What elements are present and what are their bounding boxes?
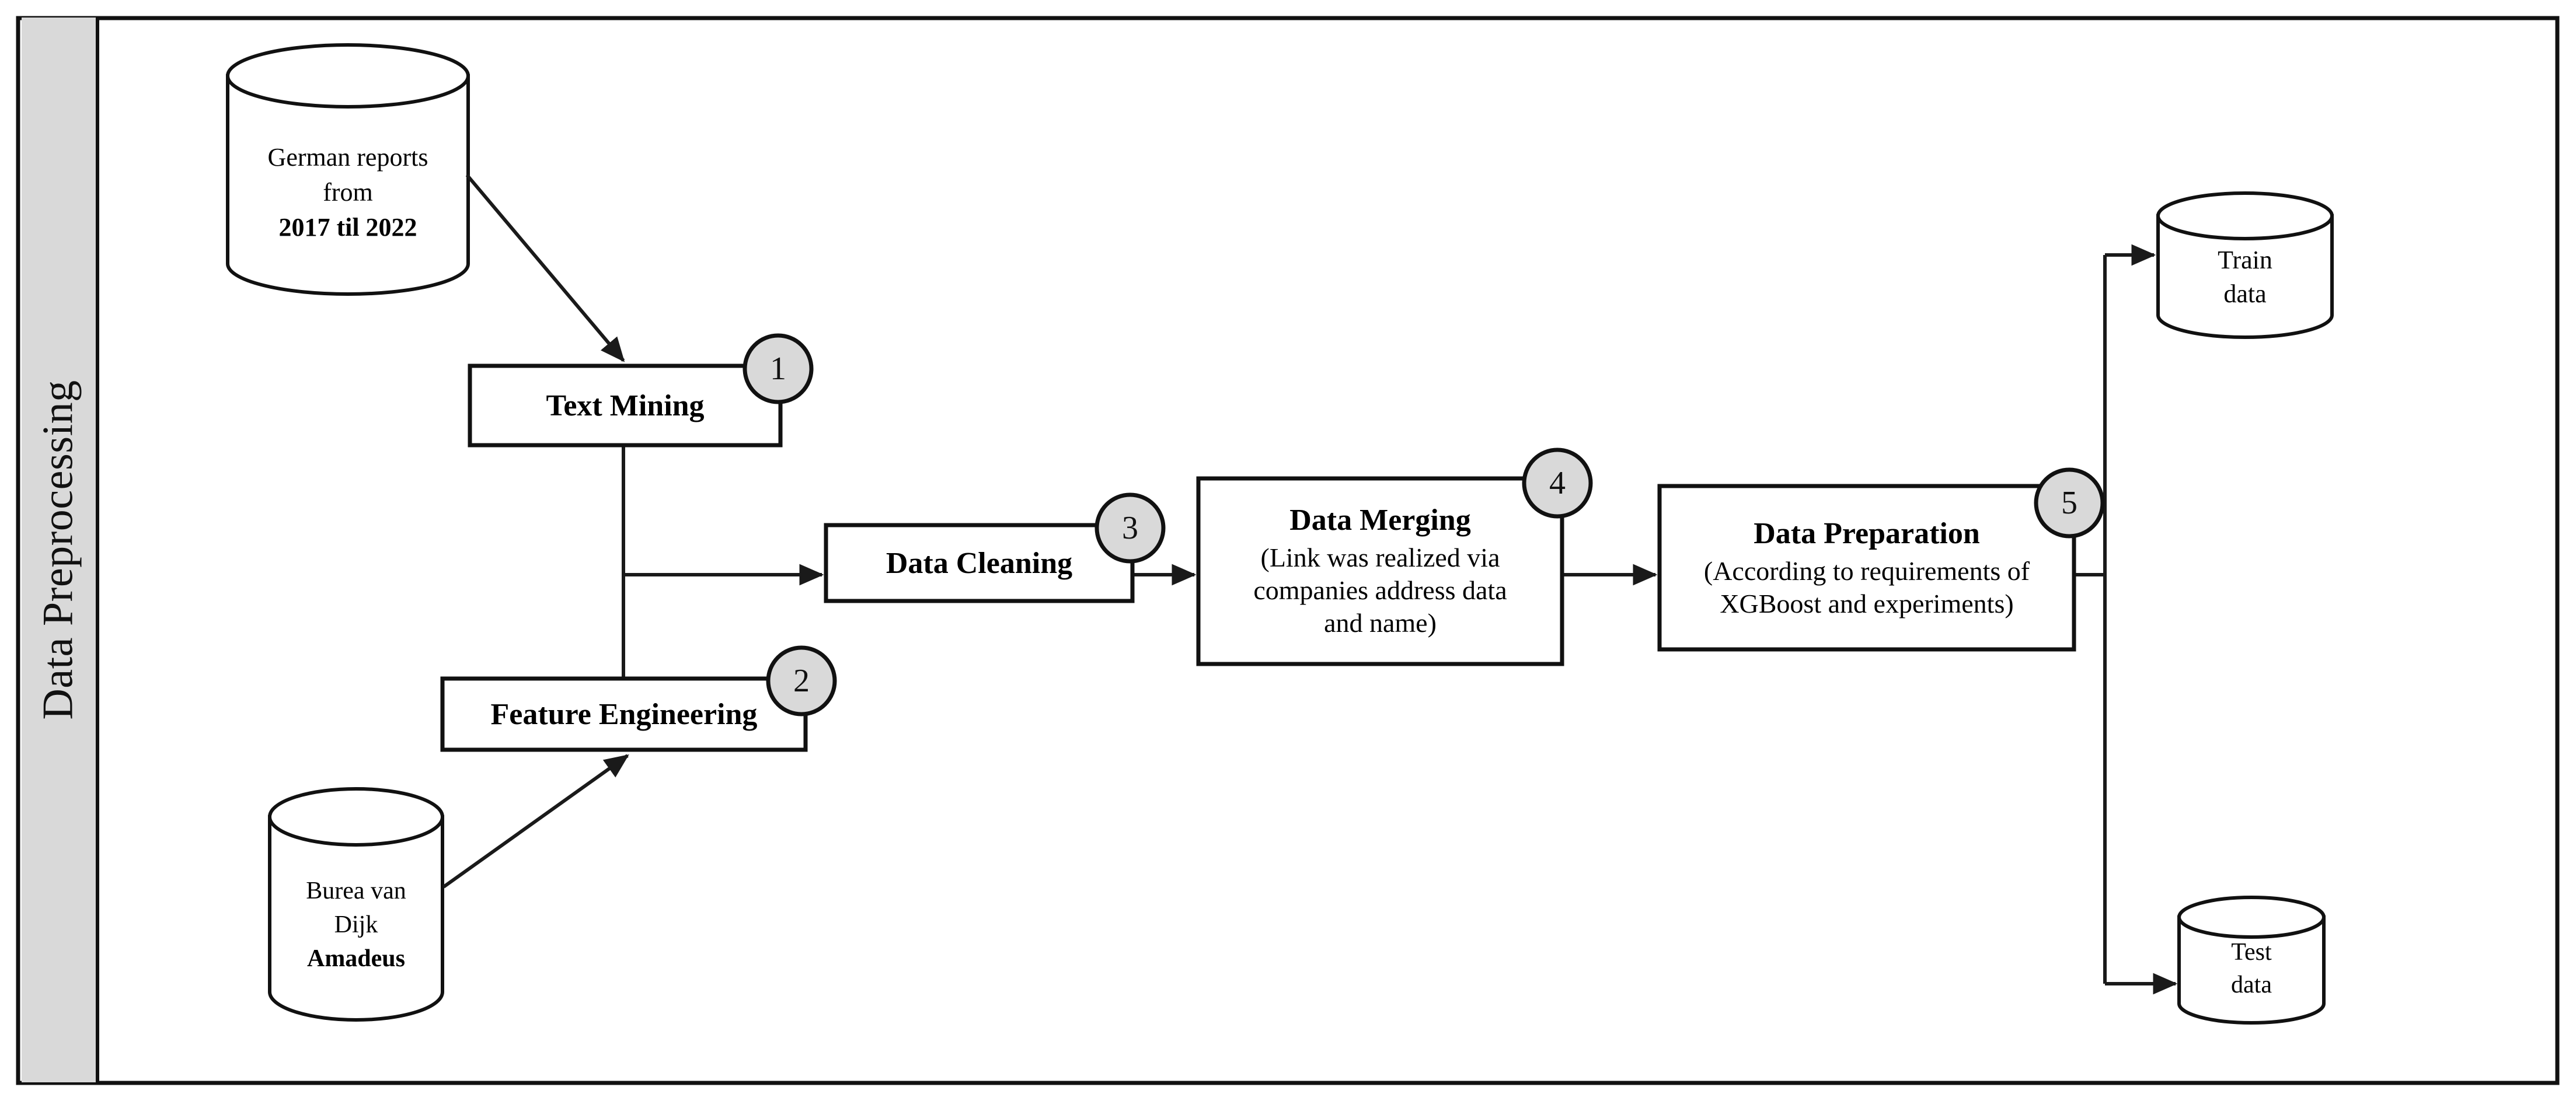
badge-4-value: 4 xyxy=(1549,465,1566,501)
lane-label-text: Data Preprocessing xyxy=(34,380,83,720)
badge-3-value: 3 xyxy=(1122,510,1138,546)
badge-circle-5 xyxy=(2034,467,2105,539)
outer-frame xyxy=(16,16,2560,1085)
badge-label-4: 4 xyxy=(1524,450,1591,516)
burea-van-dijk-cylinder-shape xyxy=(268,787,444,1022)
badge-circle-3 xyxy=(1094,492,1166,564)
badge-label-1: 1 xyxy=(745,335,811,402)
badge-label-3: 3 xyxy=(1097,495,1163,561)
german-reports-cylinder-shape xyxy=(226,43,470,296)
badge-label-2: 2 xyxy=(768,648,835,714)
text-mining-box xyxy=(468,363,783,448)
badge-circle-2 xyxy=(766,645,837,716)
data-merging-box xyxy=(1196,476,1564,666)
data-cleaning-box xyxy=(824,523,1135,603)
badge-circle-1 xyxy=(743,333,814,404)
edge-reports-to-textmining xyxy=(465,174,625,362)
data-preparation-box xyxy=(1657,484,2076,652)
badge-5-value: 5 xyxy=(2061,485,2077,521)
test-data-cylinder-shape xyxy=(2177,896,2326,1025)
edge-amadeus-to-featureeng xyxy=(442,754,629,889)
badge-label-5: 5 xyxy=(2036,470,2103,536)
train-data-cylinder-shape xyxy=(2156,191,2334,339)
feature-engineering-box xyxy=(440,676,808,752)
lane-data-preprocessing: Data Preprocessing xyxy=(22,18,96,1082)
badge-circle-4 xyxy=(1522,448,1593,519)
badge-2-value: 2 xyxy=(793,663,810,699)
badge-1-value: 1 xyxy=(770,351,786,387)
